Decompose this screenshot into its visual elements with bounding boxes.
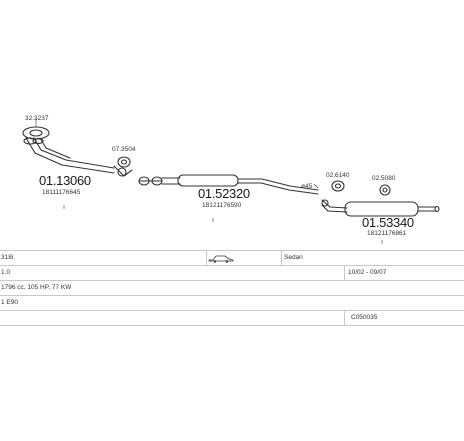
column-divider bbox=[206, 250, 207, 265]
chassis-cell: 1 E90 bbox=[1, 299, 18, 306]
row-divider bbox=[0, 250, 464, 251]
body-type-cell: Sedan bbox=[284, 254, 303, 261]
code-cell: C050035 bbox=[351, 314, 378, 321]
exhaust-system-diagram: 32.3237 07.3504 02.6140 02.5080 ø45 01.1… bbox=[22, 115, 440, 244]
row-divider bbox=[0, 295, 464, 296]
front-pipe-oe-number: 18111176645 bbox=[42, 189, 81, 196]
column-divider bbox=[344, 310, 345, 325]
gasket-front-number: 32.3237 bbox=[25, 115, 49, 122]
middle-silencer-icon bbox=[161, 174, 319, 195]
model-cell: 318i bbox=[1, 254, 14, 261]
hanger-icon bbox=[331, 180, 345, 192]
row-divider bbox=[0, 265, 464, 266]
engine-details-cell: 1796 cc, 105 HP, 77 KW bbox=[1, 284, 72, 291]
column-divider bbox=[281, 250, 282, 265]
row-divider bbox=[0, 325, 464, 326]
engine-cell: 1.0 bbox=[1, 269, 11, 276]
pipe-size-label: ø45 bbox=[301, 183, 313, 190]
gasket-front-icon bbox=[22, 118, 50, 140]
row-divider bbox=[0, 310, 464, 311]
rear-silencer-part-number: 01.53340 bbox=[362, 215, 414, 230]
rear-silencer-oe-number: 18121176861 bbox=[367, 230, 407, 237]
hanger-number-2: 02.5080 bbox=[372, 175, 396, 182]
years-cell: 10/02 - 09/07 bbox=[348, 269, 387, 276]
car-icon bbox=[208, 255, 234, 263]
middle-clamp-icon bbox=[138, 176, 163, 186]
exhaust-drawing bbox=[22, 118, 440, 244]
middle-silencer-part-number: 01.52320 bbox=[198, 186, 250, 201]
middle-silencer-oe-number: 18121176590 bbox=[202, 202, 242, 209]
rear-silencer-icon bbox=[321, 199, 440, 217]
column-divider bbox=[344, 265, 345, 280]
hanger-number-1: 02.6140 bbox=[326, 172, 350, 179]
front-pipe-part-number: 01.13060 bbox=[39, 173, 91, 188]
clamp-number: 07.3504 bbox=[112, 146, 136, 153]
clamp-icon bbox=[113, 156, 133, 177]
hanger-icon bbox=[379, 184, 391, 196]
row-divider bbox=[0, 280, 464, 281]
vehicle-info-table: 318i Sedan 1.0 10/02 - 09/07 1796 cc, 10… bbox=[0, 250, 464, 335]
front-pipe-icon bbox=[23, 137, 115, 174]
